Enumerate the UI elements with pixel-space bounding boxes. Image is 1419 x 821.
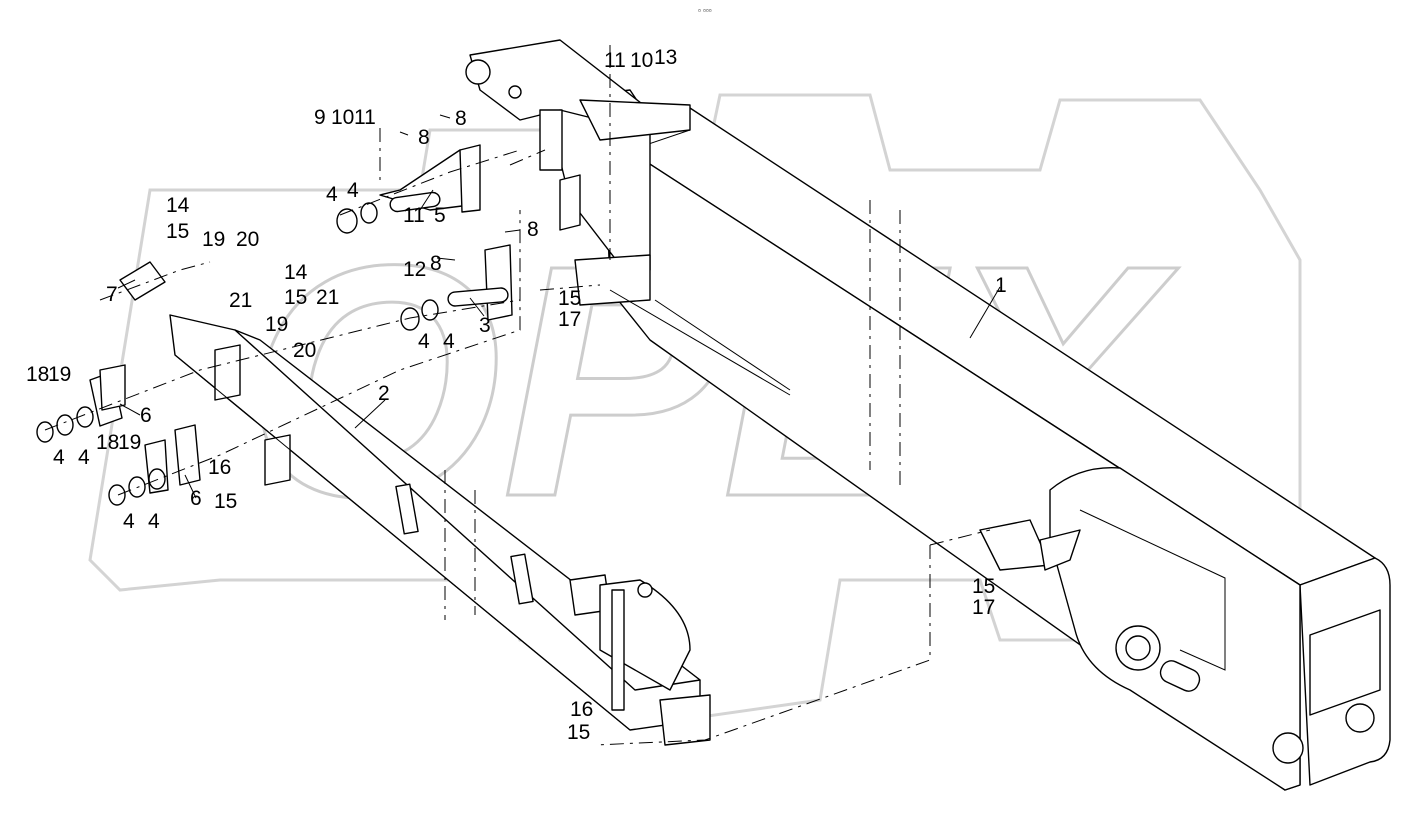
callout-labels: 1 2 3 4 4 4 4 4 4 4 4 5 6 6 7 8 8 8 8 9 … [26,46,1007,744]
callout-4: 4 [443,330,455,353]
leader-lines [117,114,1001,499]
callout-4: 4 [53,446,65,469]
callout-14: 14 [284,261,308,284]
callout-12: 12 [403,258,426,281]
callout-15: 15 [166,220,189,243]
callout-8: 8 [430,252,442,275]
outer-boom [465,39,1391,791]
callout-16: 16 [208,456,231,479]
callout-5: 5 [434,204,446,227]
center-lines [44,45,991,746]
callout-21: 21 [229,289,252,312]
callout-16: 16 [570,698,593,721]
callout-17: 17 [558,308,581,331]
callout-19: 19 [118,431,141,454]
callout-20: 20 [236,228,259,251]
callout-15: 15 [972,575,995,598]
callout-4: 4 [347,179,359,202]
callout-10: 10 [331,106,354,129]
callout-4: 4 [418,330,430,353]
callout-9: 9 [314,106,326,129]
callout-14: 14 [166,194,190,217]
callout-15: 15 [558,287,581,310]
callout-10: 10 [630,49,653,72]
callout-15: 15 [284,286,307,309]
callout-4: 4 [148,510,160,533]
callout-6: 6 [190,487,202,510]
callout-11: 11 [403,204,425,227]
callout-19: 19 [265,313,288,336]
callout-18: 18 [26,363,49,386]
callout-11: 11 [604,49,626,72]
callout-3: 3 [479,314,491,337]
callout-18: 18 [96,431,119,454]
callout-8: 8 [527,218,539,241]
callout-17: 17 [972,596,995,619]
callout-19: 19 [48,363,71,386]
header-mark: ▫ ▫▫▫ [698,6,712,15]
callout-6: 6 [140,404,152,427]
callout-1: 1 [995,274,1007,297]
callout-4: 4 [123,510,135,533]
callout-8: 8 [455,107,467,130]
callout-8: 8 [418,126,430,149]
callout-13: 13 [654,46,677,69]
callout-20: 20 [293,339,316,362]
callout-2: 2 [378,382,390,405]
callout-4: 4 [78,446,90,469]
callout-15: 15 [214,490,237,513]
callout-15: 15 [567,721,590,744]
callout-7: 7 [106,283,118,306]
callout-21: 21 [316,286,339,309]
inner-boom [169,314,711,746]
callout-4: 4 [326,183,338,206]
callout-19: 19 [202,228,225,251]
callout-11: 11 [354,106,376,129]
